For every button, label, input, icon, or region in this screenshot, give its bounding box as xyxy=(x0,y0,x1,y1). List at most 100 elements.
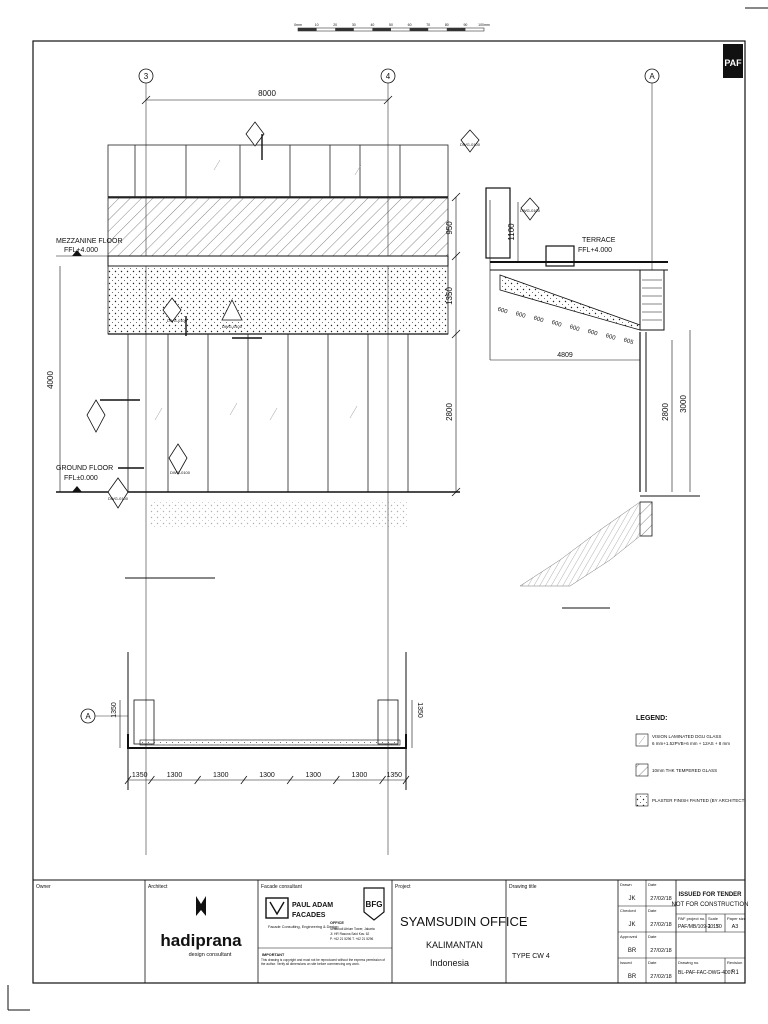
rev-label: Revision xyxy=(727,960,742,965)
plaster-band xyxy=(107,265,449,335)
plan-bottom-dim: 1300 xyxy=(352,772,368,779)
upper-glass xyxy=(107,144,449,198)
project-name: SYAMSUDIN OFFICE xyxy=(400,914,528,929)
plan-dim-right: 1350 xyxy=(416,702,423,718)
project-no: PAF/MB/109-2017 xyxy=(678,924,719,930)
drawing-title-label: Drawing title xyxy=(509,884,537,890)
grid-bubble-3: 3 xyxy=(138,68,154,84)
hatched-spandrel xyxy=(107,197,449,257)
checked-value: JK xyxy=(628,922,635,928)
issued-label: Issued xyxy=(620,960,632,965)
date-4: 27/02/18 xyxy=(650,974,671,980)
dim-tick xyxy=(148,775,155,785)
scale-tick-label: 90 xyxy=(463,23,467,27)
tag-label: DWG-0100 xyxy=(108,496,129,501)
dim-2800: 2800 xyxy=(445,403,454,421)
paper-value: A3 xyxy=(732,924,739,930)
grid-bubble-4: 4 xyxy=(380,68,396,84)
scale-tick-label: 60 xyxy=(408,23,412,27)
office-line-1: Setiabudi Atrium Tower, Jakarta xyxy=(330,927,375,931)
plan-grid-label: A xyxy=(85,712,91,721)
sheet-border xyxy=(32,40,746,984)
plan-bottom-dim: 1300 xyxy=(167,772,183,779)
canopy-dim: 600 xyxy=(587,329,599,338)
title-block: Owner Architect hadiprana design consult… xyxy=(33,879,749,983)
drawn-value: JK xyxy=(628,896,635,902)
plan-grid-bubble: A xyxy=(80,708,96,724)
grid-bubble-a: A xyxy=(644,68,660,84)
plan-bottom-dim: 1350 xyxy=(387,772,403,779)
legend: LEGEND: VISION LAMINATED DGU GLASS 6 mm+… xyxy=(635,715,746,807)
facade-name-2: FACADES xyxy=(292,912,326,919)
scale-label: Scale xyxy=(708,916,719,921)
section-view: 3 4 A 8000 xyxy=(46,68,700,855)
scale-tick-label: 100mm xyxy=(478,23,490,27)
tag-label: DWG-0100 xyxy=(222,324,243,329)
canopy-dim: 600 xyxy=(551,320,563,329)
ground-label: GROUND FLOOR xyxy=(56,465,113,472)
mezzanine-level: FFL+4.000 xyxy=(64,247,98,254)
office-line-2: Jl. HR Rasuna Said Kav. 62 xyxy=(330,932,369,936)
corner-logo-text: PAF xyxy=(724,58,742,68)
plan-bottom-dim: 1300 xyxy=(213,772,229,779)
approved-label: Approved xyxy=(620,934,637,939)
bfg-badge: BFG xyxy=(363,887,385,921)
date-label-4: Date xyxy=(648,960,657,965)
canopy-dim: 600 xyxy=(515,311,527,320)
legend-item-2-label: 10mm THK TEMPERED GLASS xyxy=(652,768,717,773)
tag-label: DWG-0100 xyxy=(167,318,188,323)
approved-value: BR xyxy=(628,948,637,954)
mezzanine-label: MEZZANINE FLOOR xyxy=(56,238,123,245)
scale-tick-label: 50 xyxy=(389,23,393,27)
office-label: OFFICE xyxy=(330,921,344,925)
lower-glass xyxy=(127,159,409,492)
canopy-dim: 600 xyxy=(533,315,545,324)
scale-tick-label: 40 xyxy=(370,23,374,27)
dim-tick xyxy=(194,775,201,785)
status-not-construction: NOT FOR CONSTRUCTION xyxy=(672,902,749,908)
facade-sub: Facade Consulting, Engineering & Design xyxy=(268,925,339,929)
dim-tick xyxy=(286,775,294,785)
important-text: This drawing is copyright and must not b… xyxy=(261,958,386,966)
date-label-3: Date xyxy=(648,934,657,939)
ground-level: FFL±0.000 xyxy=(64,475,98,482)
legend-swatch-plaster xyxy=(635,793,649,807)
date-2: 27/02/18 xyxy=(650,922,671,928)
rev-value: R1 xyxy=(731,970,739,976)
drawing-no-label: Drawing no. xyxy=(678,960,699,965)
dim-tick xyxy=(124,775,132,785)
plan-bottom-dim: 1300 xyxy=(305,772,321,779)
architect-label: Architect xyxy=(148,884,168,890)
terrace-label: TERRACE xyxy=(582,237,616,244)
dim-4809: 4809 xyxy=(557,352,573,359)
plan-dim-left: 1350 xyxy=(111,702,118,718)
canopy-dim: 600 xyxy=(497,307,509,316)
issued-value: BR xyxy=(628,974,637,980)
dim-tick xyxy=(333,775,340,785)
detail-tag-top xyxy=(245,121,265,160)
dim-2800b: 2800 xyxy=(661,403,670,421)
scale-tick-label: 70 xyxy=(426,23,430,27)
canopy-dim: 600 xyxy=(569,324,581,333)
ground-level-marker: GROUND FLOOR FFL±0.000 xyxy=(56,465,113,492)
grid-bubble-3-label: 3 xyxy=(144,72,149,81)
project-country: Indonesia xyxy=(430,958,469,968)
scale-tick-label: 20 xyxy=(333,23,337,27)
drawing-no: BL-PAF-FAC-DWG-4007 xyxy=(678,970,733,976)
terrace-level: FFL+4.000 xyxy=(578,247,612,254)
plan-bottom-dim: 1300 xyxy=(259,772,275,779)
architect-sub: design consultant xyxy=(189,952,232,958)
project-label: Project xyxy=(395,884,411,890)
tag-label: DWG-0100 xyxy=(460,142,481,147)
tag-label: DWG-0100 xyxy=(520,208,541,213)
dim-950: 950 xyxy=(445,221,454,235)
drawn-label: Drawn xyxy=(620,882,632,887)
canopy-dim: 605 xyxy=(623,337,635,346)
paul-adam-logo: PAUL ADAM FACADES Facade Consulting, Eng… xyxy=(265,897,339,929)
status-issued: ISSUED FOR TENDER xyxy=(678,892,742,898)
architect-name: hadiprana xyxy=(160,931,242,950)
facade-label: Facade consultant xyxy=(261,884,302,890)
